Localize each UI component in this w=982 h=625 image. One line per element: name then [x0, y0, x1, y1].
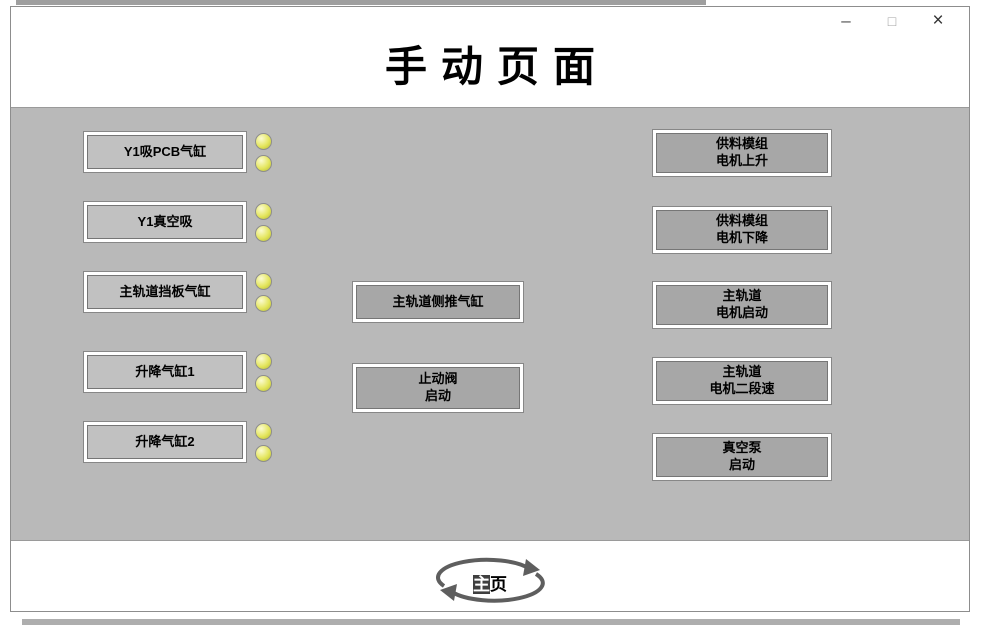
window-controls: – □ × [835, 9, 949, 33]
main-track-side-push-cylinder-button[interactable]: 主轨道侧推气缸 [353, 282, 523, 322]
maximize-button[interactable]: □ [887, 13, 897, 29]
indicator-light [255, 374, 272, 392]
indicator-light [255, 422, 272, 440]
indicator-light [255, 444, 272, 462]
main-track-motor-start-button[interactable]: 主轨道 电机启动 [653, 282, 831, 328]
indicator-group [255, 422, 272, 462]
control-row: 升降气缸2 [84, 422, 272, 462]
y1-vacuum-suction-button[interactable]: Y1真空吸 [84, 202, 246, 242]
control-row: Y1真空吸 [84, 202, 272, 242]
footer: 主页 [11, 541, 969, 611]
screen-edge-artifact [22, 619, 960, 625]
control-row: 升降气缸1 [84, 352, 272, 392]
minimize-button[interactable]: – [841, 11, 851, 30]
indicator-group [255, 272, 272, 312]
indicator-light [255, 154, 272, 172]
lift-cylinder-2-button[interactable]: 升降气缸2 [84, 422, 246, 462]
indicator-light [255, 132, 272, 150]
indicator-light [255, 294, 272, 312]
indicator-group [255, 202, 272, 242]
page-title: 手动页面 [384, 42, 609, 91]
lift-cylinder-1-button[interactable]: 升降气缸1 [84, 352, 246, 392]
feed-module-motor-down-button[interactable]: 供料模组 电机下降 [653, 207, 831, 253]
close-button[interactable]: × [932, 10, 944, 31]
cycle-arrows-icon [436, 557, 545, 603]
control-panel: Y1吸PCB气缸 Y1真空吸 主轨道挡板气缸 升降气缸1 [11, 107, 969, 541]
indicator-light [255, 352, 272, 370]
stop-valve-start-button[interactable]: 止动阀 启动 [353, 364, 523, 412]
indicator-group [255, 132, 272, 172]
indicator-group [255, 352, 272, 392]
control-row: 主轨道挡板气缸 [84, 272, 272, 312]
control-row: Y1吸PCB气缸 [84, 132, 272, 172]
main-track-motor-second-speed-button[interactable]: 主轨道 电机二段速 [653, 358, 831, 404]
indicator-light [255, 224, 272, 242]
indicator-light [255, 272, 272, 290]
indicator-light [255, 202, 272, 220]
home-button[interactable]: 主页 [428, 551, 552, 609]
app-window: – □ × 手动页面 Y1吸PCB气缸 Y1真空吸 主轨道挡板气缸 [10, 6, 970, 612]
vacuum-pump-start-button[interactable]: 真空泵 启动 [653, 434, 831, 480]
main-track-baffle-cylinder-button[interactable]: 主轨道挡板气缸 [84, 272, 246, 312]
home-button-label: 主页 [473, 575, 507, 594]
y1-pcb-suction-cylinder-button[interactable]: Y1吸PCB气缸 [84, 132, 246, 172]
feed-module-motor-up-button[interactable]: 供料模组 电机上升 [653, 130, 831, 176]
screen-edge-artifact [16, 0, 706, 5]
